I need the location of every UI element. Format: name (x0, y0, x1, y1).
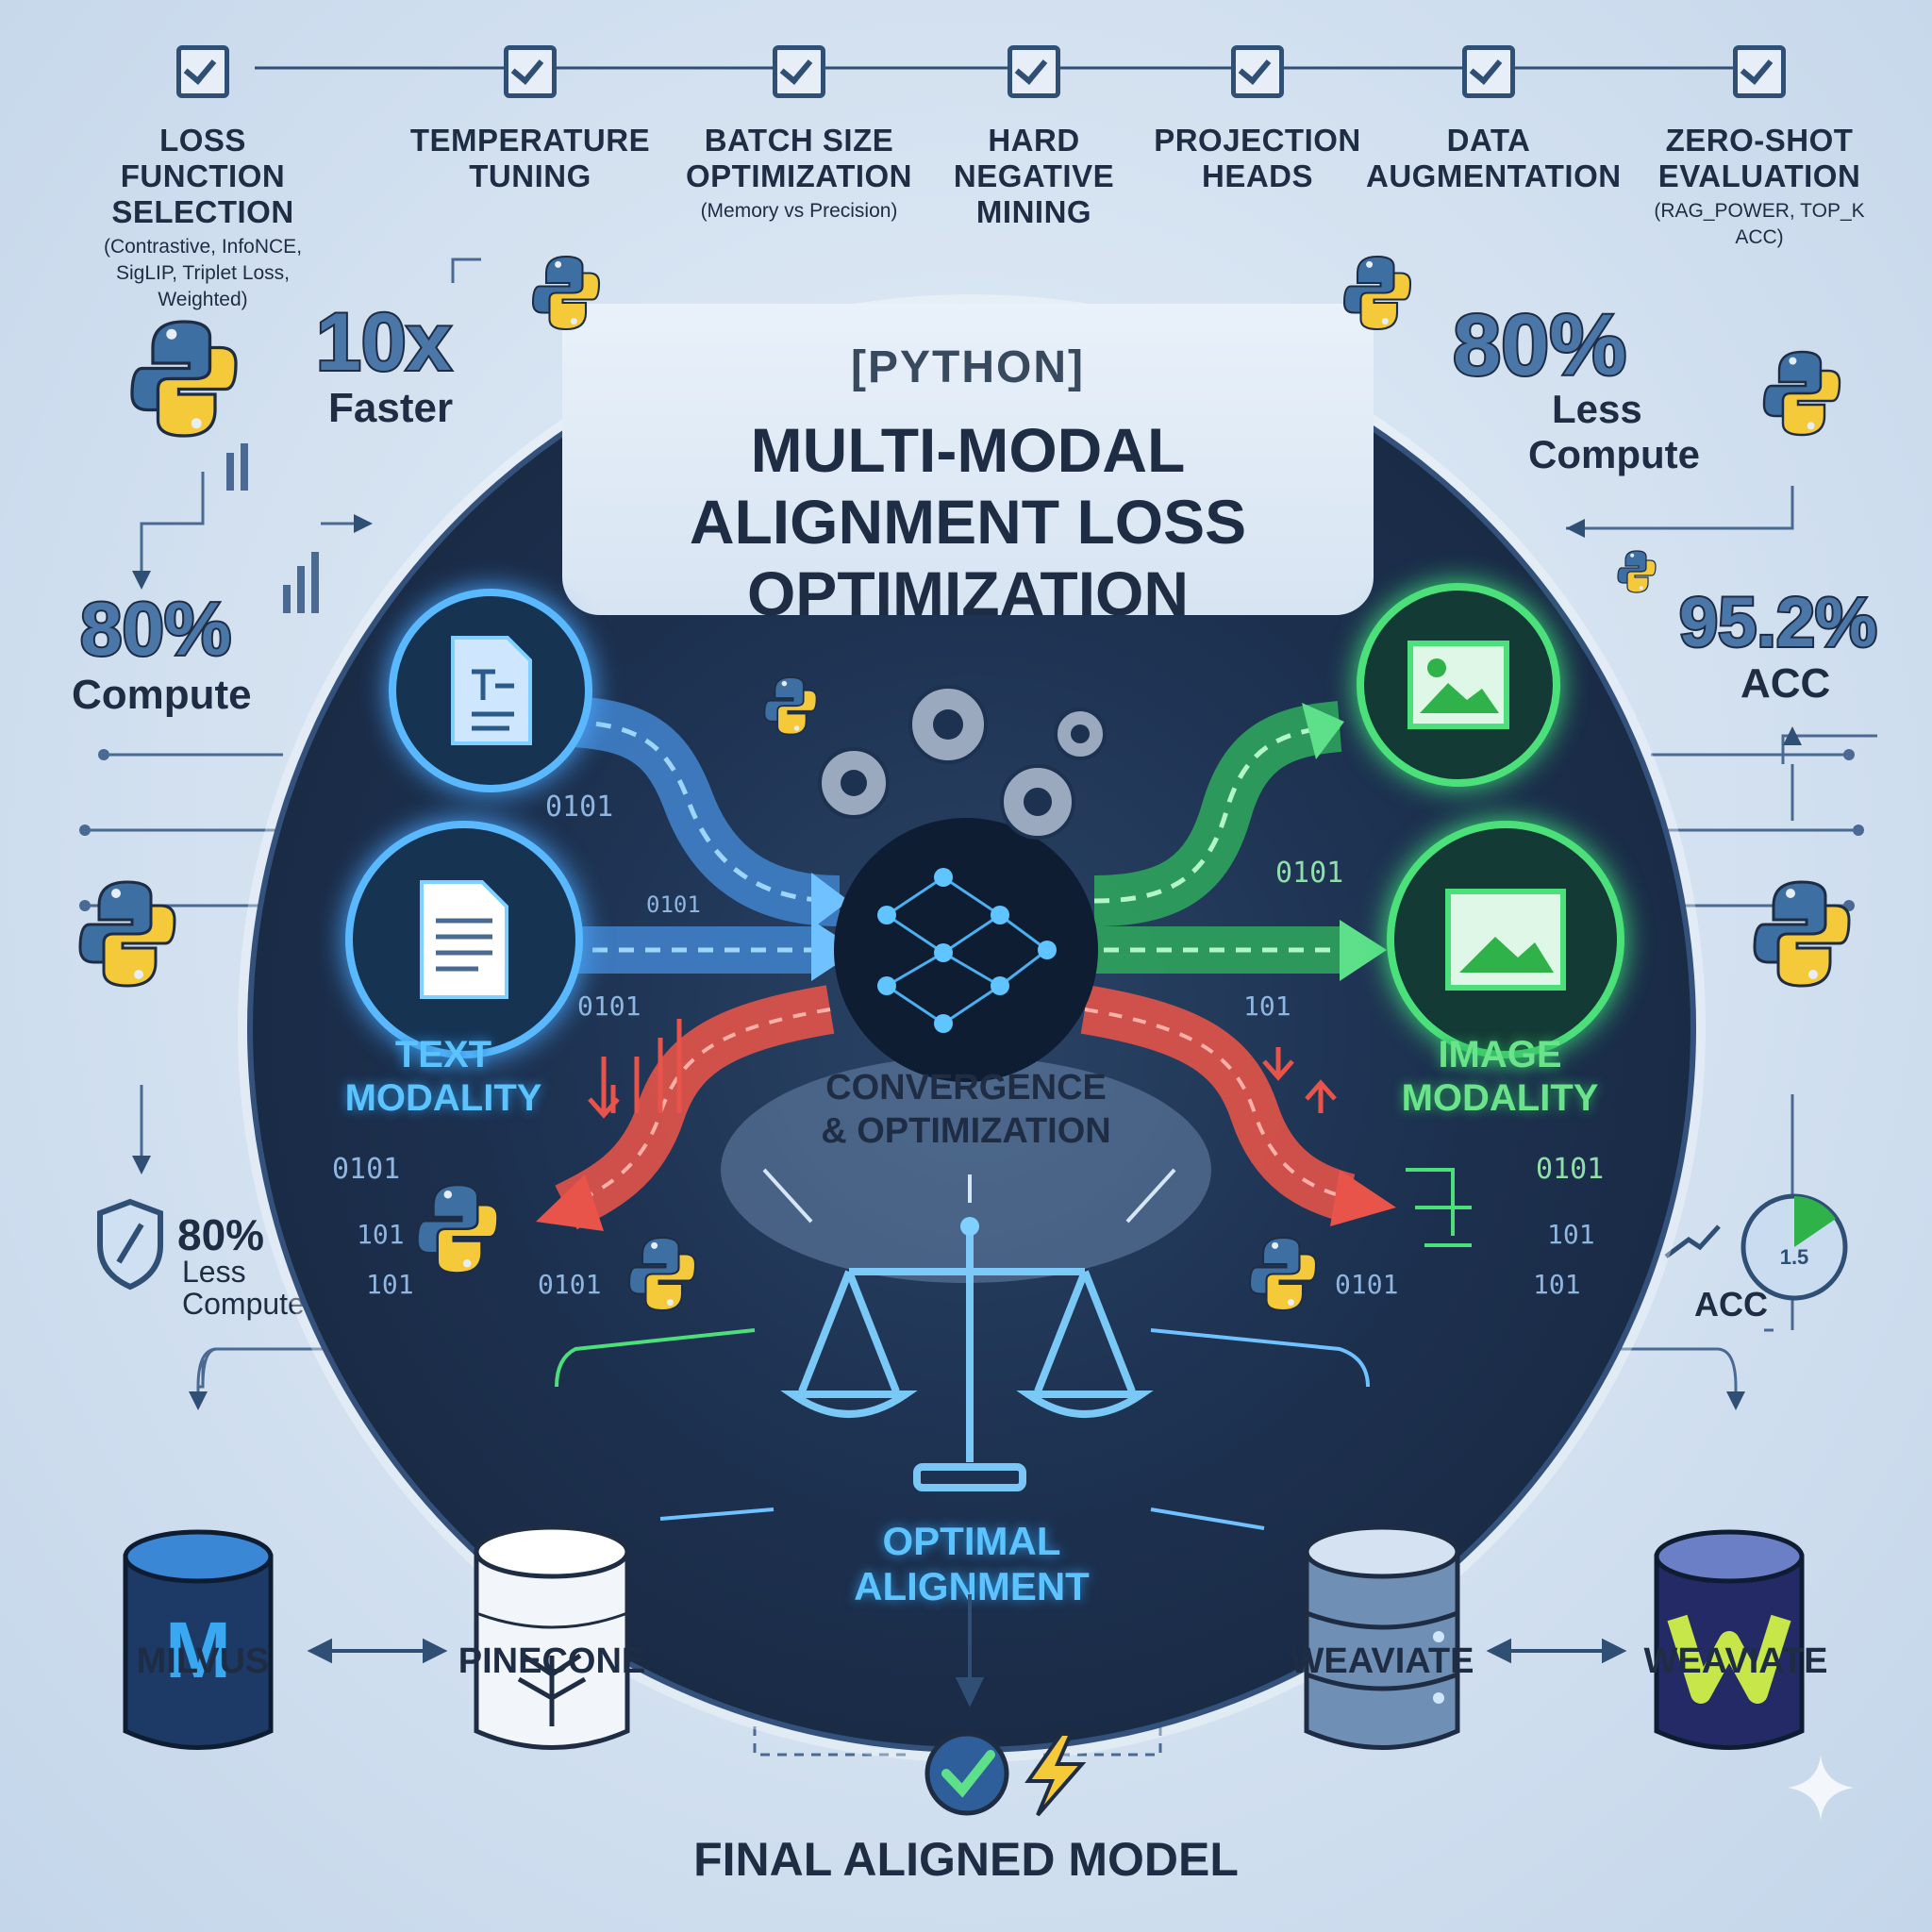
binary-label: 0101 (1275, 857, 1344, 890)
acc-right-value: 95.2% (1677, 583, 1879, 662)
title-line1: MULTI-MODAL (750, 415, 1186, 485)
document-icon (420, 880, 508, 999)
acc-bottom-label: ACC (1694, 1285, 1768, 1324)
image-modality-label: IMAGE MODALITY (1401, 1034, 1599, 1119)
final-model-icons (924, 1731, 1087, 1817)
image-node-bottom (1387, 821, 1624, 1058)
checkbox-icon (773, 45, 825, 98)
less-compute-bottom-label2: Compute (182, 1287, 305, 1321)
text-node-bottom (345, 821, 583, 1058)
compute-left-value: 80% (78, 587, 233, 671)
optimal-alignment-label: OPTIMAL ALIGNMENT (854, 1519, 1090, 1608)
checkbox-icon (1462, 45, 1515, 98)
binary-label: 0101 (332, 1153, 401, 1186)
faster-value: 10x (314, 297, 453, 388)
acc-right-label: ACC (1740, 660, 1831, 707)
image-icon (1407, 641, 1509, 729)
milvus-label: MILVUS (136, 1641, 270, 1681)
checkbox-icon (504, 45, 557, 98)
checkbox-icon (1733, 45, 1786, 98)
lightning-icon (1024, 1732, 1087, 1817)
sparkle-icon (1788, 1755, 1854, 1821)
faster-label: Faster (328, 385, 454, 431)
checkbox-icon (1008, 45, 1060, 98)
less-compute-top-label1: Less (1552, 387, 1642, 431)
binary-label: 101 (1547, 1219, 1595, 1250)
binary-label: 0101 (1335, 1269, 1399, 1300)
final-model-label: FINAL ALIGNED MODEL (693, 1833, 1239, 1886)
text-modality-label: TEXT MODALITY (344, 1034, 542, 1119)
document-icon (451, 636, 532, 745)
text-node-top (389, 589, 592, 792)
weaviate-label-2: WEAVIATE (1643, 1641, 1828, 1681)
checkbox-icon (1231, 45, 1284, 98)
binary-label: 0101 (538, 1269, 602, 1300)
step-loss-function: LOSS FUNCTION SELECTION (Contrastive, In… (80, 45, 325, 313)
convergence-label: CONVERGENCE & OPTIMIZATION (821, 1068, 1111, 1151)
binary-label: 0101 (646, 891, 701, 918)
less-compute-bottom-label1: Less (182, 1255, 246, 1289)
compute-left-label: Compute (72, 672, 252, 718)
title-tag: [PYTHON] (851, 342, 1085, 392)
milvus-logo: M (165, 1606, 231, 1694)
pie-chart-icon: 1.5 (1740, 1193, 1848, 1301)
title-panel (562, 304, 1374, 615)
shield-icon (97, 1198, 163, 1291)
checkmark-icon (924, 1731, 1009, 1816)
binary-label: 0101 (1536, 1153, 1605, 1186)
binary-label: 0101 (545, 791, 614, 824)
weaviate-label-1: WEAVIATE (1290, 1641, 1474, 1681)
weaviate-database-icon (1304, 1524, 1460, 1750)
step-batch-size: BATCH SIZE OPTIMIZATION (Memory vs Preci… (676, 45, 922, 225)
image-icon (1445, 889, 1566, 991)
binary-label: 0101 (577, 991, 641, 1022)
checkbox-icon (176, 45, 229, 98)
step-projection-heads: PROJECTION HEADS (1135, 45, 1380, 194)
binary-label: 101 (1243, 991, 1291, 1022)
less-compute-top-label2: Compute (1528, 432, 1700, 476)
pinecone-label: PINECONE (458, 1641, 646, 1681)
step-data-augmentation: DATA AUGMENTATION (1366, 45, 1621, 194)
less-compute-top-value: 80% (1451, 297, 1628, 393)
title-line2: ALIGNMENT LOSS (689, 487, 1247, 557)
image-node-top (1357, 583, 1560, 787)
less-compute-bottom-value: 80% (177, 1210, 265, 1259)
binary-label: 101 (357, 1219, 405, 1250)
title-line3: OPTIMIZATION (746, 558, 1190, 628)
pinecone-database-icon (474, 1524, 630, 1750)
binary-label: 101 (1533, 1269, 1581, 1300)
step-hard-negative: HARD NEGATIVE MINING (911, 45, 1157, 230)
trend-arrow-icon (1664, 1224, 1721, 1258)
binary-label: 101 (366, 1269, 414, 1300)
milvus-database-icon: M (123, 1529, 274, 1750)
weaviate-logo-database-icon (1654, 1529, 1805, 1750)
step-temperature: TEMPERATURE TUNING (408, 45, 653, 194)
pie-value: 1.5 (1780, 1245, 1809, 1269)
step-zero-shot: ZERO-SHOT EVALUATION (RAG_POWER, TOP_K A… (1637, 45, 1882, 251)
